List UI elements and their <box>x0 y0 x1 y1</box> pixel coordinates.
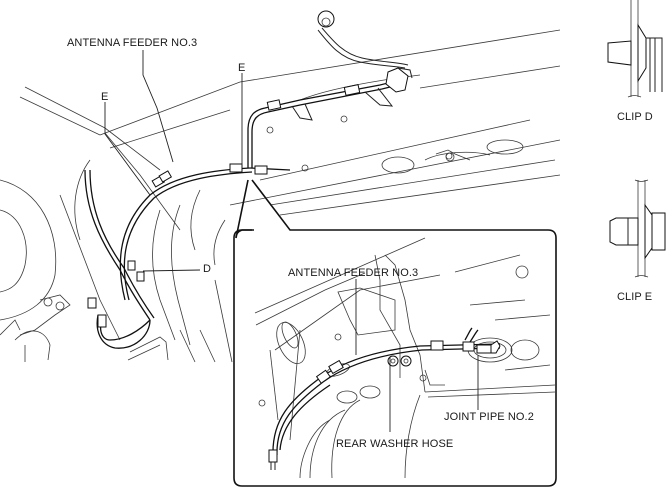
detail-view-drawing <box>254 237 556 479</box>
clip-d-label: D <box>203 263 212 275</box>
clip-e-label-left: E <box>101 91 109 103</box>
clip-d-legend-label: CLIP D <box>617 111 653 123</box>
rear-washer-hose-label: REAR WASHER HOSE <box>336 438 454 450</box>
detail-callout-outline <box>233 179 557 487</box>
antenna-feeder-label: ANTENNA FEEDER NO.3 <box>67 37 198 49</box>
detail-feeder <box>268 327 501 470</box>
clip-e-label-top: E <box>238 62 246 74</box>
detail-view-leaders <box>355 279 479 432</box>
body-panel-lines <box>0 29 561 363</box>
clip-e-illustration <box>609 179 666 278</box>
clip-e-legend-label: CLIP E <box>617 291 653 303</box>
detail-antenna-feeder-label: ANTENNA FEEDER NO.3 <box>288 267 419 279</box>
joint-pipe-label: JOINT PIPE NO.2 <box>444 411 534 423</box>
antenna-feeder-main <box>84 10 471 349</box>
main-view-leaders <box>104 50 243 272</box>
clip-d-illustration <box>607 0 663 98</box>
